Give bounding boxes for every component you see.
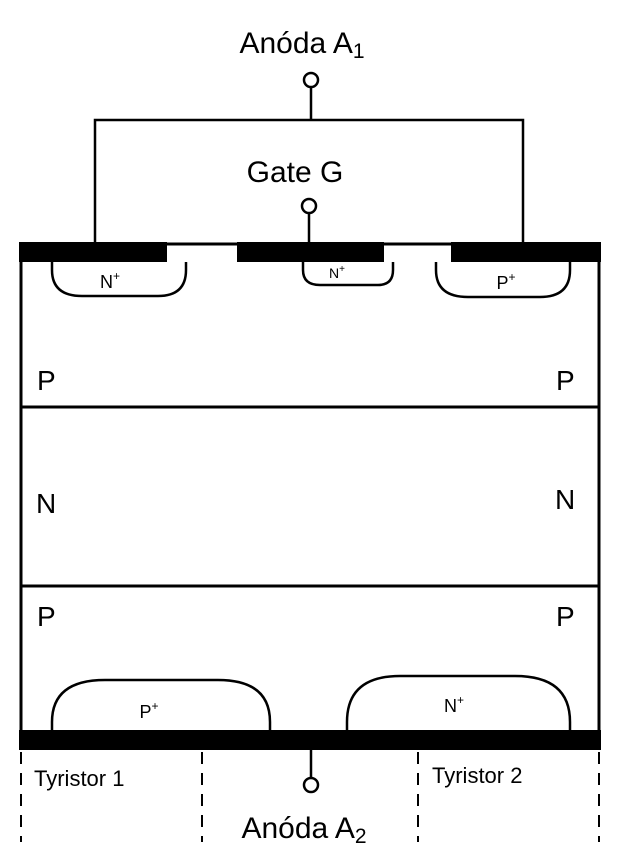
- layer-n-left-label: N: [36, 488, 56, 519]
- top-metal-right-edge: [573, 242, 601, 262]
- anode2-terminal: [302, 776, 320, 794]
- bottom-right-well-label: N+: [444, 693, 464, 716]
- bottom-left-well-label: P+: [139, 699, 158, 722]
- device-body: [19, 242, 601, 748]
- anode1-terminal: [302, 71, 320, 89]
- bottom-metal-anode2: [19, 730, 601, 750]
- bottom-left-p-plus-well: [50, 678, 272, 730]
- anode2-label: Anóda A2: [241, 812, 366, 848]
- thyristor1-label: Tyristor 1: [34, 766, 124, 791]
- anode1-label: Anóda A1: [239, 27, 364, 63]
- top-left-well-label: N+: [100, 269, 120, 292]
- top-middle-n-plus-well: [301, 262, 395, 287]
- top-right-well-label: P+: [496, 270, 515, 293]
- bottom-right-n-plus-well: [345, 674, 572, 730]
- layer-p-bottom-right-label: P: [556, 601, 575, 632]
- layer-n-right-label: N: [555, 484, 575, 515]
- layer-p-top-right-label: P: [556, 365, 575, 396]
- top-metal-left-edge: [19, 242, 49, 262]
- top-middle-well-label: N+: [329, 264, 345, 281]
- layer-p-bottom-left-label: P: [37, 601, 56, 632]
- top-left-n-plus-well: [50, 262, 188, 298]
- top-metal-anode1-left: [49, 242, 167, 262]
- top-metal-anode1-right: [451, 242, 573, 262]
- thyristor2-label: Tyristor 2: [432, 763, 522, 788]
- gate-terminal: [300, 197, 318, 215]
- gate-label: Gate G: [247, 156, 344, 189]
- top-metal-gate: [237, 242, 384, 262]
- top-right-p-plus-well: [434, 262, 572, 299]
- anode1-bus-wire: [93, 118, 525, 248]
- layer-p-top-left-label: P: [37, 365, 56, 396]
